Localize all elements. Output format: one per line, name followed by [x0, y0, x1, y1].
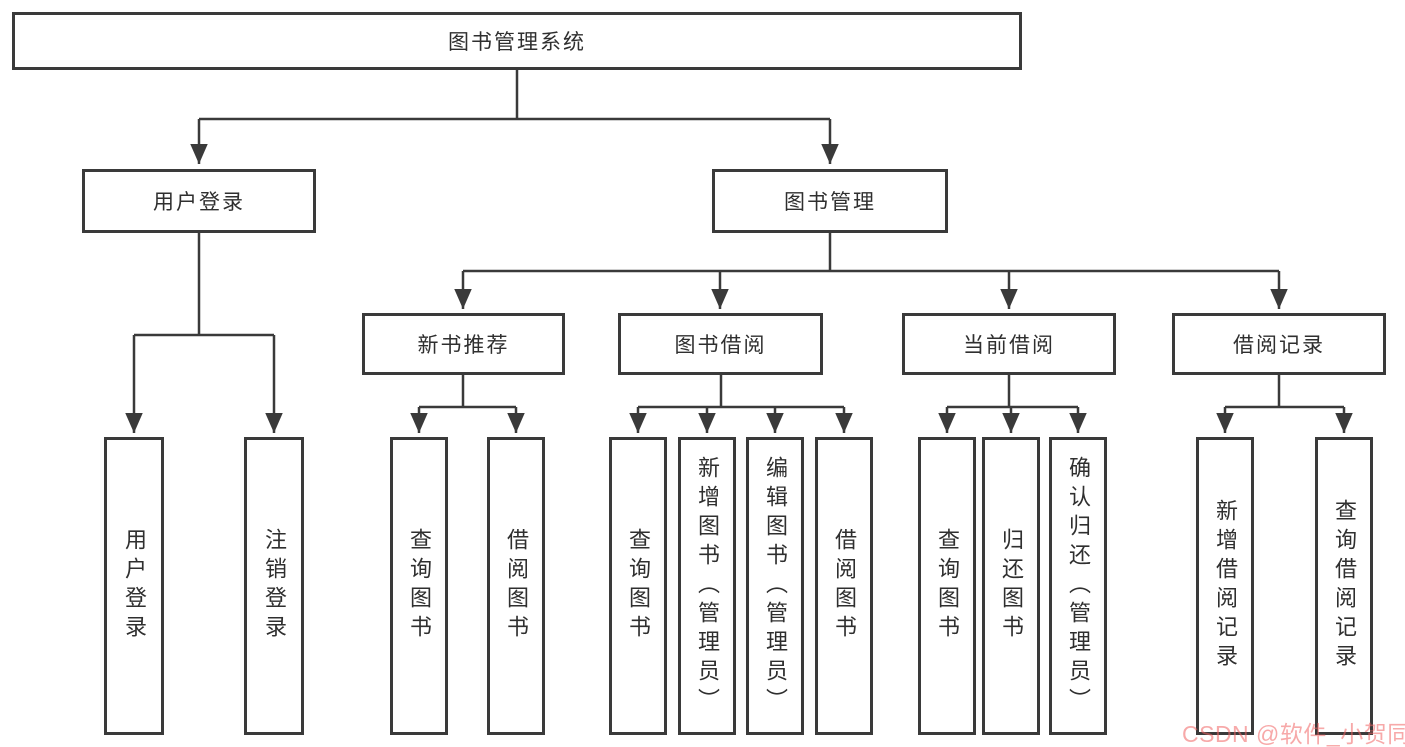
node-leaf-borrow-books-2: 借阅图书 [815, 437, 873, 735]
node-leaf-edit-book-admin: 编辑图书（管理员） [746, 437, 804, 735]
watermark: CSDN @软件_小贺同学 [1182, 721, 1405, 747]
node-leaf-confirm-return-admin: 确认归还（管理员） [1049, 437, 1107, 735]
node-leaf-logout: 注销登录 [244, 437, 304, 735]
node-borrow-records: 借阅记录 [1172, 313, 1386, 375]
node-leaf-query-books-3: 查询图书 [918, 437, 976, 735]
node-root: 图书管理系统 [12, 12, 1022, 70]
node-book-borrow: 图书借阅 [618, 313, 823, 375]
node-leaf-return-books: 归还图书 [982, 437, 1040, 735]
node-leaf-query-books-2: 查询图书 [609, 437, 667, 735]
node-leaf-query-books-1: 查询图书 [390, 437, 448, 735]
node-leaf-borrow-books-1: 借阅图书 [487, 437, 545, 735]
node-user-login: 用户登录 [82, 169, 316, 233]
node-book-management: 图书管理 [712, 169, 948, 233]
node-leaf-add-borrow-record: 新增借阅记录 [1196, 437, 1254, 735]
node-leaf-add-book-admin: 新增图书（管理员） [678, 437, 736, 735]
node-new-book-recommend: 新书推荐 [362, 313, 565, 375]
node-leaf-query-borrow-record: 查询借阅记录 [1315, 437, 1373, 735]
node-current-borrow: 当前借阅 [902, 313, 1116, 375]
node-leaf-user-login: 用户登录 [104, 437, 164, 735]
